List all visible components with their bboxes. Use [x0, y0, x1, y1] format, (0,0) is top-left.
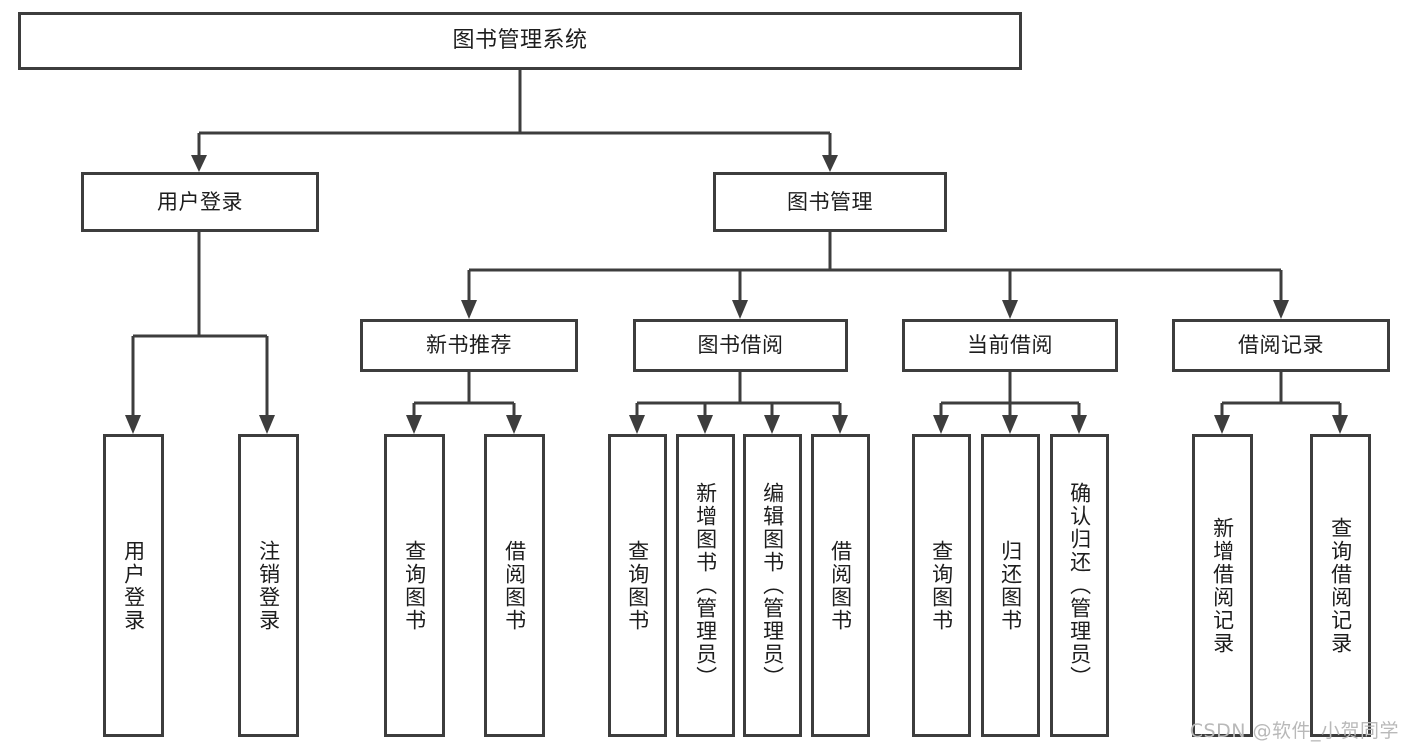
arrowhead-leaf-query-book-2 [629, 415, 645, 434]
leaf-add-book-admin[interactable]: 新增图书（管理员） [676, 434, 735, 737]
leaf-confirm-return-admin-label: 确认归还（管理员） [1067, 482, 1092, 689]
node-root-label: 图书管理系统 [452, 28, 588, 54]
arrowhead-leaf-confirm-return [1071, 415, 1087, 434]
leaf-add-borrow-record-label: 新增借阅记录 [1210, 516, 1235, 655]
leaf-return-book-label: 归还图书 [998, 539, 1023, 632]
node-borrow-record[interactable]: 借阅记录 [1172, 319, 1390, 372]
leaf-return-book[interactable]: 归还图书 [981, 434, 1040, 737]
leaf-query-book-new[interactable]: 查询图书 [384, 434, 445, 737]
arrowhead-leaf-borrow-book-2 [832, 415, 848, 434]
arrowhead-book-manage [822, 155, 838, 172]
arrowhead-book-borrow [732, 300, 748, 319]
node-current-borrow-label: 当前借阅 [967, 333, 1053, 358]
arrowhead-leaf-add-book [697, 415, 713, 434]
leaf-add-book-admin-label: 新增图书（管理员） [693, 482, 718, 689]
arrowhead-leaf-query-book-3 [933, 415, 949, 434]
node-user-login[interactable]: 用户登录 [81, 172, 319, 232]
node-new-book-recommend-label: 新书推荐 [426, 333, 512, 358]
node-book-borrow-label: 图书借阅 [697, 333, 784, 358]
leaf-edit-book-admin[interactable]: 编辑图书（管理员） [743, 434, 802, 737]
arrowhead-leaf-borrow-book-1 [506, 415, 522, 434]
leaf-query-book-current[interactable]: 查询图书 [912, 434, 971, 737]
leaf-query-borrow-record[interactable]: 查询借阅记录 [1310, 434, 1371, 737]
node-new-book-recommend[interactable]: 新书推荐 [360, 319, 578, 372]
arrowhead-user-login [191, 155, 207, 172]
leaf-borrow-book-new[interactable]: 借阅图书 [484, 434, 545, 737]
leaf-borrow-book-borrow-label: 借阅图书 [828, 539, 853, 632]
arrowhead-leaf-query-book-1 [406, 415, 422, 434]
leaf-query-book-borrow-label: 查询图书 [625, 539, 650, 632]
arrowhead-leaf-user-login [125, 415, 141, 434]
leaf-query-book-new-label: 查询图书 [402, 539, 427, 632]
node-book-management-label: 图书管理 [787, 189, 873, 214]
leaf-borrow-book-borrow[interactable]: 借阅图书 [811, 434, 870, 737]
arrowhead-leaf-logout [259, 415, 275, 434]
leaf-query-book-current-label: 查询图书 [929, 539, 954, 632]
leaf-user-login-label: 用户登录 [121, 539, 146, 632]
leaf-user-login[interactable]: 用户登录 [103, 434, 164, 737]
node-borrow-record-label: 借阅记录 [1238, 333, 1324, 358]
leaf-confirm-return-admin[interactable]: 确认归还（管理员） [1050, 434, 1109, 737]
arrowhead-leaf-add-record [1214, 415, 1230, 434]
leaf-edit-book-admin-label: 编辑图书（管理员） [760, 482, 785, 689]
arrowhead-current-borrow [1002, 300, 1018, 319]
node-root-library-system[interactable]: 图书管理系统 [18, 12, 1022, 70]
leaf-borrow-book-new-label: 借阅图书 [502, 539, 527, 632]
arrowhead-leaf-edit-book [764, 415, 780, 434]
leaf-add-borrow-record[interactable]: 新增借阅记录 [1192, 434, 1253, 737]
leaf-logout[interactable]: 注销登录 [238, 434, 299, 737]
arrowhead-new-book [461, 300, 477, 319]
arrowhead-borrow-record [1273, 300, 1289, 319]
arrowhead-leaf-query-record [1332, 415, 1348, 434]
leaf-query-book-borrow[interactable]: 查询图书 [608, 434, 667, 737]
node-current-borrow[interactable]: 当前借阅 [902, 319, 1118, 372]
leaf-query-borrow-record-label: 查询借阅记录 [1328, 516, 1353, 655]
arrowhead-leaf-return-book [1002, 415, 1018, 434]
node-book-management[interactable]: 图书管理 [713, 172, 947, 232]
node-book-borrow[interactable]: 图书借阅 [633, 319, 848, 372]
node-user-login-label: 用户登录 [157, 189, 243, 214]
leaf-logout-label: 注销登录 [256, 539, 281, 632]
